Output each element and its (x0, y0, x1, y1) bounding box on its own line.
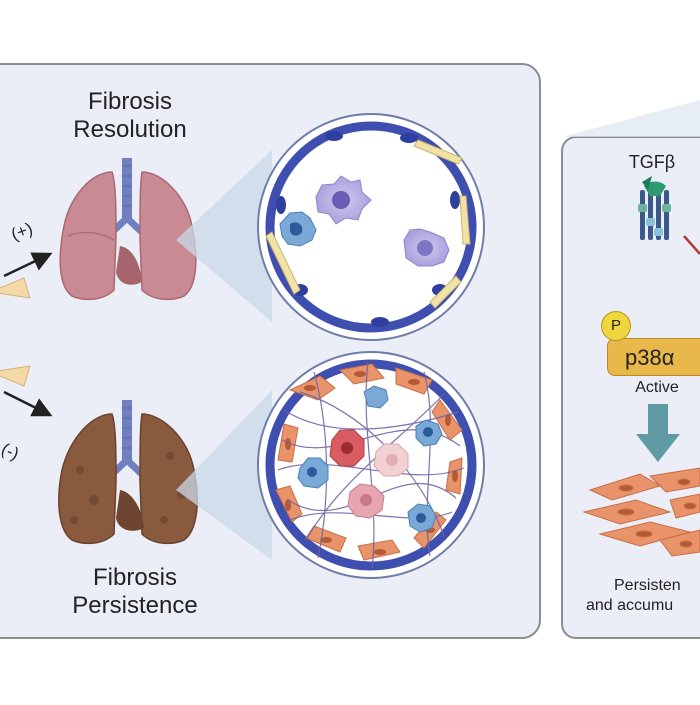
receptor-label: TGFβ (628, 152, 676, 172)
monocyte-icon (297, 385, 443, 533)
inhibition-line (683, 235, 700, 255)
macrophage-icon (403, 228, 450, 267)
caption-line2: and accumu (586, 597, 674, 614)
lungs-fibrotic-icon (58, 400, 198, 545)
phospho-badge: P (601, 311, 631, 341)
bottom-title-line1: Fibrosis (92, 564, 177, 591)
caption-line1: Persisten (614, 577, 681, 594)
macrophage-icon (315, 175, 372, 225)
zoom-wedge-top (176, 150, 272, 322)
alveolus-healthy-icon (257, 113, 485, 341)
activation-arrow (636, 404, 680, 462)
pathway-arrows (0, 252, 53, 417)
fibroblast-cluster-icon (582, 467, 700, 557)
tgfb-receptor-icon (638, 176, 671, 240)
alveolus-fibrotic-icon (257, 351, 485, 579)
top-title: Fibrosis Resolution (50, 88, 210, 143)
cell-faded-icon (373, 443, 409, 477)
kinase-state: Active (635, 379, 679, 396)
inflammatory-cell-icon (329, 429, 365, 467)
bottom-title: Fibrosis Persistence (50, 564, 220, 619)
zoom-wedge-bottom (176, 390, 272, 560)
top-title-line1: Fibrosis (87, 88, 172, 115)
top-title-line2: Resolution (73, 115, 187, 143)
zoom-wedge-right (562, 100, 700, 137)
kinase-label: p38α (607, 338, 700, 376)
cell-faded-icon (347, 483, 385, 519)
monocyte-icon (279, 211, 317, 247)
bottom-title-line2: Persistence (72, 591, 198, 619)
lungs-healthy-icon (59, 158, 197, 301)
